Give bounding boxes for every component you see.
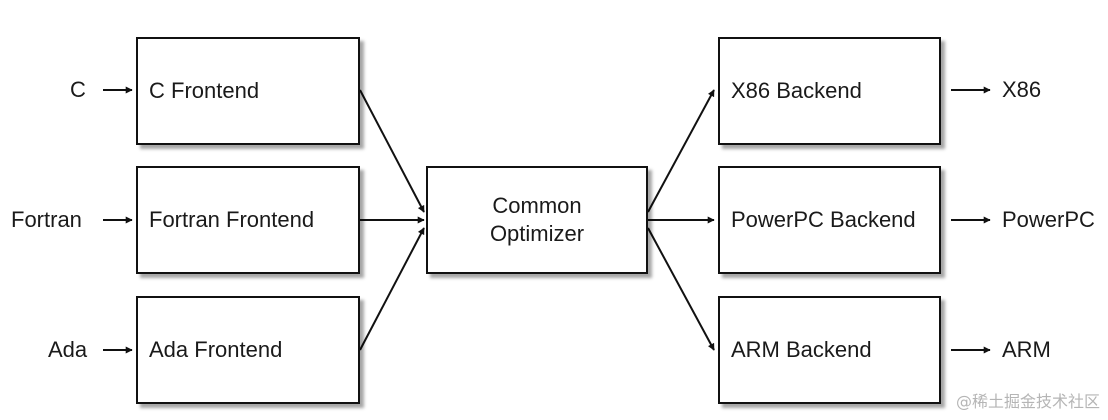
arm-backend-box: ARM Backend (718, 296, 941, 404)
optimizer-line-2: Optimizer (489, 221, 585, 246)
common-optimizer-box: Common Optimizer (426, 166, 648, 274)
c-frontend-box: C Frontend (136, 37, 360, 145)
output-powerpc: PowerPC (1002, 207, 1095, 232)
ada-frontend-box: Ada Frontend (136, 296, 360, 404)
arrow-optimizer-to-arm (647, 227, 715, 351)
powerpc-backend-box: PowerPC Backend (718, 166, 941, 274)
powerpc-backend-label: PowerPC Backend (731, 207, 916, 232)
watermark: @稀土掘金技术社区 (955, 392, 1100, 411)
output-arm: ARM (1002, 337, 1051, 362)
input-c: C (70, 77, 86, 102)
common-optimizer-label: Common Optimizer (490, 192, 584, 248)
x86-backend-label: X86 Backend (731, 78, 862, 103)
input-ada: Ada (48, 337, 88, 362)
output-x86: X86 (1002, 77, 1042, 102)
c-frontend-label: C Frontend (149, 78, 260, 103)
arrow-optimizer-to-x86 (647, 89, 715, 213)
arm-backend-label: ARM Backend (731, 337, 872, 362)
arrow-adafrontend-to-optimizer (359, 227, 425, 351)
input-fortran: Fortran (11, 207, 82, 232)
fortran-frontend-box: Fortran Frontend (136, 166, 360, 274)
x86-backend-box: X86 Backend (718, 37, 941, 145)
optimizer-line-1: Common (492, 193, 582, 218)
fortran-frontend-label: Fortran Frontend (149, 207, 315, 232)
ada-frontend-label: Ada Frontend (149, 337, 283, 362)
arrow-cfrontend-to-optimizer (359, 89, 425, 213)
